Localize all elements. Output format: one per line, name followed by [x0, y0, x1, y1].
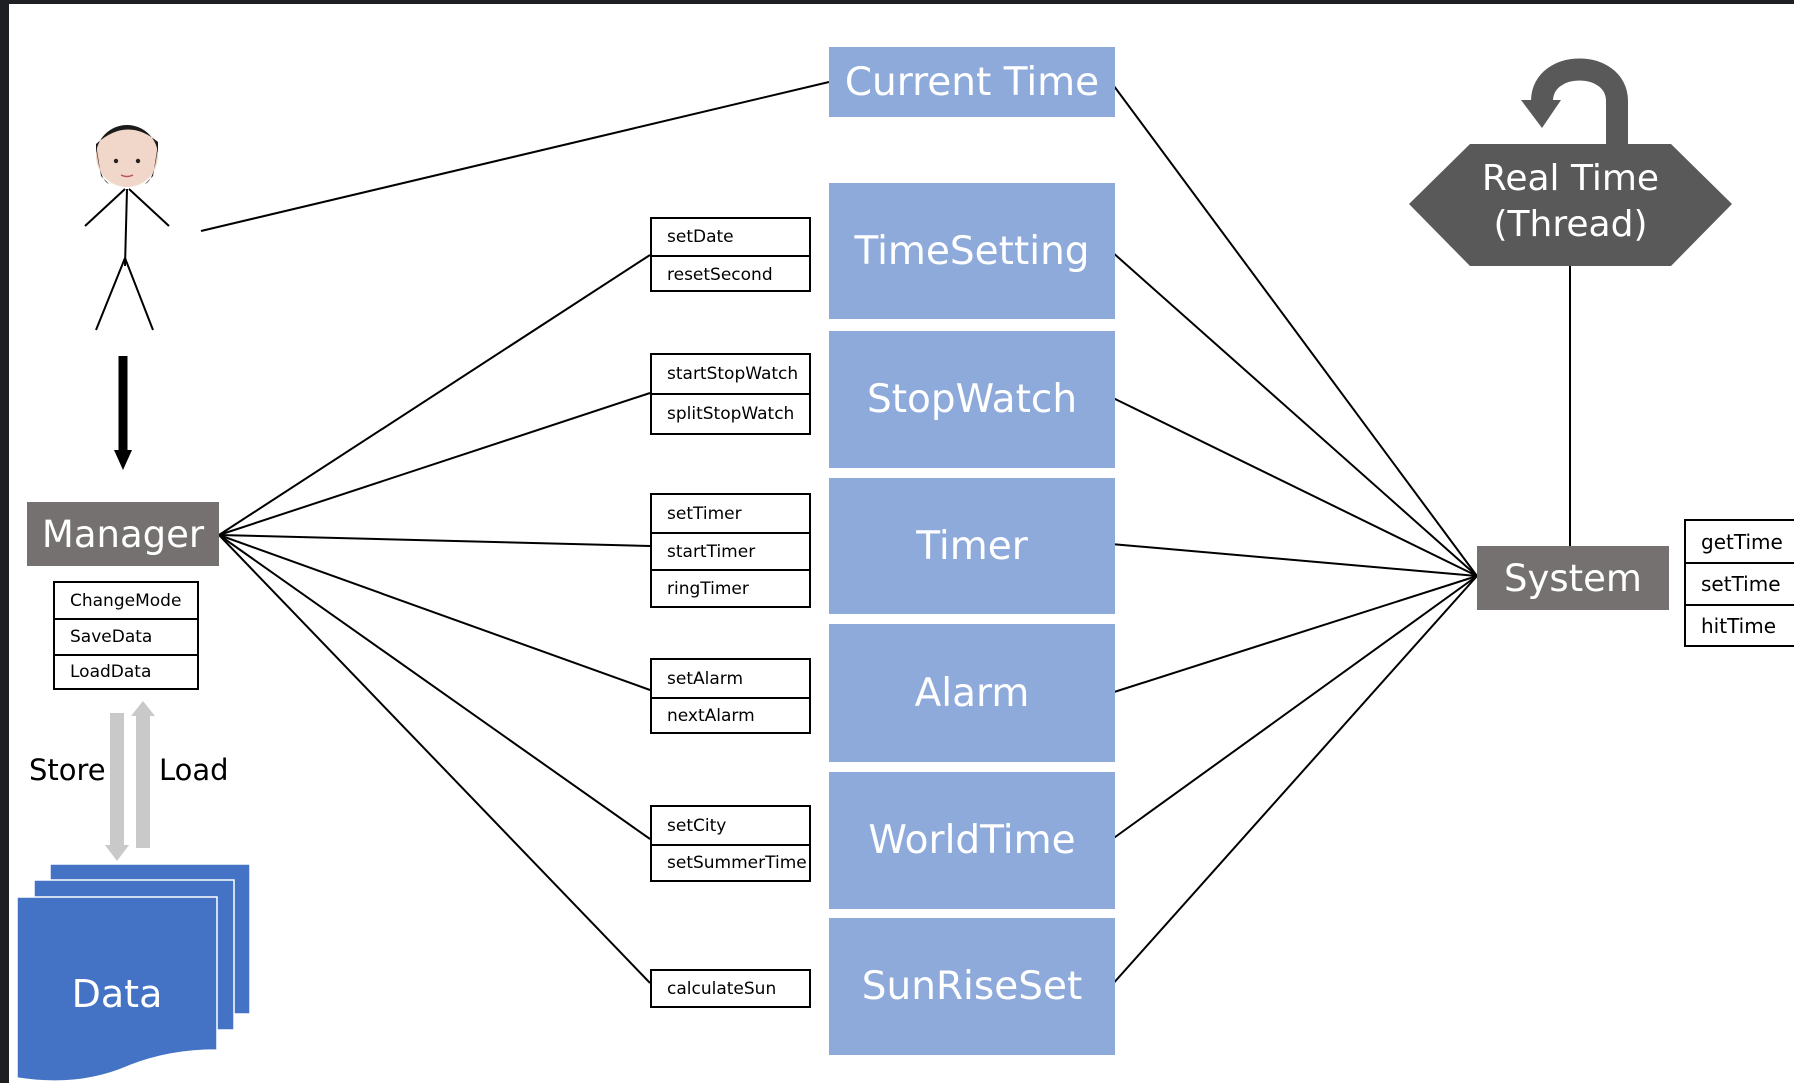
method-item: ChangeMode: [70, 590, 182, 611]
system-methods: getTime setTime hitTime: [1684, 519, 1794, 647]
method-item: LoadData: [55, 654, 197, 688]
store-arrow: [105, 713, 129, 861]
module-time-setting: TimeSetting: [829, 183, 1115, 319]
data-label: Data: [71, 972, 163, 1016]
method-item: setTimer: [667, 503, 742, 524]
method-item: setSummerTime: [652, 844, 809, 880]
module-world-time: WorldTime: [829, 772, 1115, 909]
architecture-diagram: Current Time TimeSetting StopWatch Timer…: [9, 4, 1794, 1083]
manager-label: Manager: [41, 512, 205, 556]
methods-alarm: setAlarm nextAlarm: [650, 658, 811, 734]
line-timer-system: [1110, 543, 1478, 577]
methods-sunriseset: calculateSun: [650, 969, 811, 1008]
line-alarm-system: [1110, 575, 1478, 694]
method-item: resetSecond: [652, 255, 809, 292]
line-manager-alarm: [218, 534, 651, 691]
method-item: startStopWatch: [667, 364, 799, 384]
module-stop-watch: StopWatch: [829, 331, 1115, 468]
module-sunriseset: SunRiseSet: [829, 918, 1115, 1055]
line-manager-stopwatch: [218, 392, 651, 536]
store-label: Store: [29, 753, 106, 787]
load-arrow: [131, 701, 155, 848]
module-label: Current Time: [844, 59, 1100, 105]
line-stopwatch-system: [1110, 396, 1478, 577]
module-label: TimeSetting: [854, 228, 1090, 274]
method-item: splitStopWatch: [652, 393, 809, 433]
method-item: setDate: [667, 227, 734, 247]
module-label: Alarm: [914, 670, 1030, 716]
manager-box: Manager: [27, 502, 219, 566]
user-to-manager-arrow: [114, 356, 132, 470]
line-timesetting-system: [1110, 250, 1478, 577]
load-label: Load: [159, 753, 229, 787]
user-figure: [84, 188, 170, 331]
module-alarm: Alarm: [829, 624, 1115, 762]
methods-world-time: setCity setSummerTime: [650, 805, 811, 882]
line-currenttime-system: [1110, 81, 1478, 577]
line-worldtime-system: [1110, 575, 1478, 841]
module-label: StopWatch: [866, 377, 1078, 422]
method-item: calculateSun: [667, 978, 777, 999]
connector-layer: [16, 58, 1732, 1082]
system-box: System: [1477, 546, 1669, 610]
real-time-thread-text: Real Time (Thread): [1409, 156, 1732, 248]
methods-stop-watch: startStopWatch splitStopWatch: [650, 353, 811, 435]
line-manager-timer: [218, 534, 651, 547]
method-item: ringTimer: [652, 569, 809, 606]
method-item: nextAlarm: [652, 697, 809, 732]
method-item: startTimer: [652, 532, 809, 569]
method-item: hitTime: [1686, 604, 1794, 645]
method-item: SaveData: [55, 618, 197, 654]
module-label: Timer: [916, 523, 1028, 569]
line-sunriseset-system: [1110, 575, 1478, 987]
manager-links: [218, 254, 651, 984]
avatar: [96, 125, 158, 187]
system-links: [1110, 81, 1571, 987]
method-item: getTime: [1701, 529, 1783, 554]
method-item: setAlarm: [667, 668, 744, 689]
real-time-line1: Real Time: [1481, 158, 1660, 199]
system-label: System: [1504, 556, 1642, 600]
real-time-thread-shape: [1409, 144, 1732, 266]
loop-arrow: [1521, 58, 1628, 144]
manager-methods: ChangeMode SaveData LoadData: [53, 581, 199, 690]
line-user-current-time: [200, 81, 830, 232]
module-timer: Timer: [829, 478, 1115, 614]
module-current-time: Current Time: [829, 47, 1115, 117]
line-manager-timesetting: [218, 254, 651, 536]
method-item: setCity: [667, 815, 727, 836]
line-manager-worldtime: [218, 534, 651, 840]
line-manager-sunriseset: [218, 534, 651, 984]
methods-timer: setTimer startTimer ringTimer: [650, 493, 811, 608]
method-item: setTime: [1686, 562, 1794, 604]
module-label: WorldTime: [868, 818, 1076, 863]
real-time-line2: (Thread): [1493, 204, 1648, 245]
module-label: SunRiseSet: [861, 964, 1083, 1009]
data-document-stack: [16, 863, 251, 1082]
methods-time-setting: setDate resetSecond: [650, 217, 811, 292]
